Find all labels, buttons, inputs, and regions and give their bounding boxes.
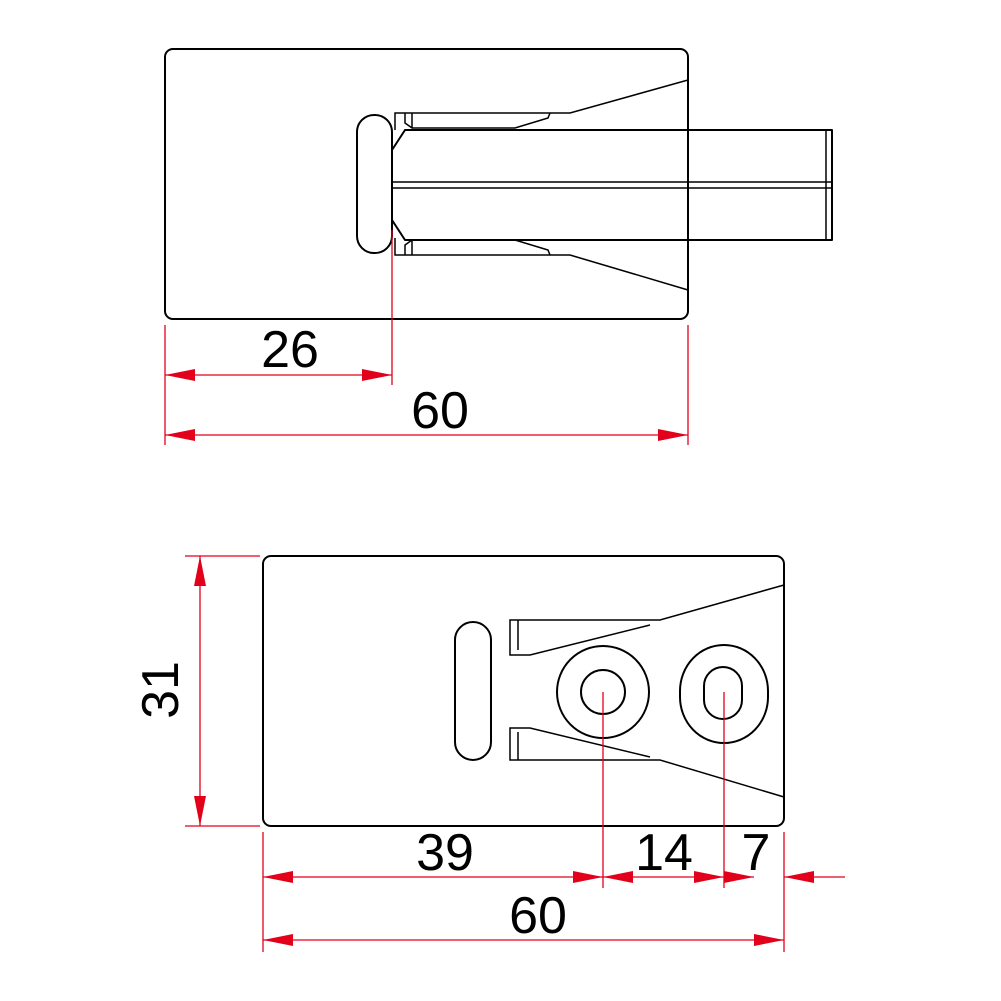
dim-label-31: 31: [132, 661, 190, 719]
top-view-upper-guide: [394, 79, 689, 130]
dim-label-26: 26: [261, 321, 319, 379]
dim-label-7: 7: [742, 824, 771, 882]
bottom-view-upper-chamfer: [509, 584, 785, 656]
top-view-slot: [356, 114, 393, 254]
dim-label-14: 14: [635, 824, 693, 882]
dim-label-60-top: 60: [411, 382, 469, 440]
bottom-view-slot: [454, 621, 492, 761]
bottom-view: 31 39 14 7 60: [132, 555, 845, 952]
bottom-view-body: [262, 555, 785, 827]
top-view-upper-guide-inner: [404, 112, 551, 129]
top-view-body: [164, 48, 689, 320]
dim-label-60-bottom: 60: [509, 887, 567, 945]
bottom-view-lower-chamfer: [509, 727, 785, 798]
top-view-bar: [391, 129, 833, 241]
top-view-lower-guide-inner: [404, 239, 551, 256]
top-view: 26 60: [164, 48, 833, 445]
slotted-hole-inner: [703, 666, 743, 720]
dim-label-39: 39: [416, 824, 474, 882]
top-view-lower-guide: [394, 238, 689, 291]
